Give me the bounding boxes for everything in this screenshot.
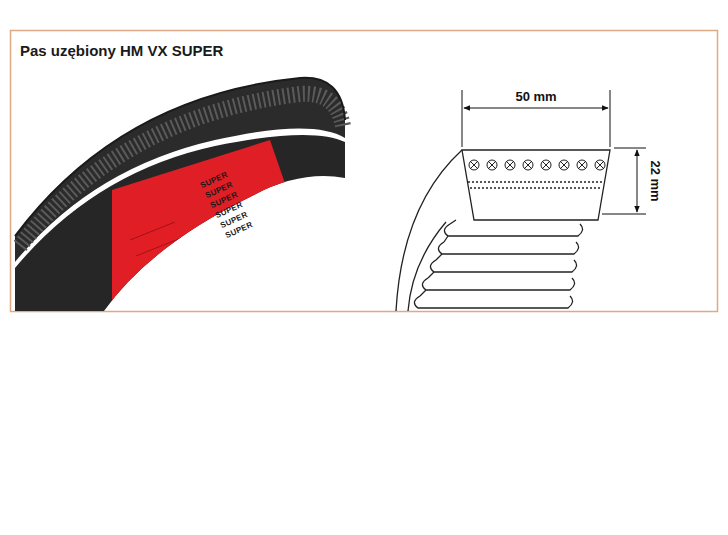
belt-cross-section	[396, 150, 610, 311]
dimension-label: 50 mm	[513, 89, 558, 104]
title: Pas uzębiony HM VX SUPER	[20, 42, 223, 59]
red-print-band	[112, 140, 308, 320]
dimension-label: 22 mm	[648, 158, 663, 203]
dimension-lines	[462, 90, 646, 214]
